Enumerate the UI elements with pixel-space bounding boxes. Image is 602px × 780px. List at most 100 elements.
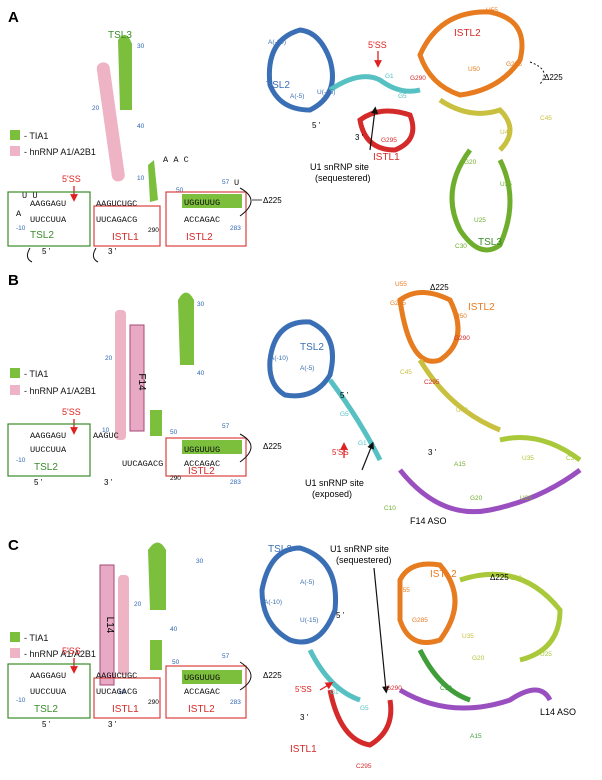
linker-sequence: A A C xyxy=(163,155,189,165)
istl1-helix xyxy=(327,689,394,748)
tia1-highlight-istl2 xyxy=(182,670,242,684)
strand-5prime xyxy=(26,247,33,263)
label-3d-tsl2: TSL2 xyxy=(268,544,292,555)
label-istl1: ISTL1 xyxy=(112,704,139,715)
legend-swatch-hnrnp xyxy=(10,385,20,395)
residue-number: 40 xyxy=(137,123,145,130)
label-delta225: Δ225 xyxy=(263,442,282,451)
residue-label: C30 xyxy=(510,575,522,582)
tsl2-bottom-seq: UUCCUUA xyxy=(30,445,67,455)
residue-label: C45 xyxy=(400,369,412,376)
label-3d-5prime: 5 ' xyxy=(312,121,321,130)
label-3d-tsl2: TSL2 xyxy=(266,80,290,91)
tsl2-helix xyxy=(267,319,335,399)
tsl2-top-seq: AAGGAGU xyxy=(30,199,66,209)
upper-helix xyxy=(459,571,563,663)
residue-label: U55 xyxy=(486,7,498,14)
residue-number: 57 xyxy=(222,179,230,186)
label-3d-delta: Δ225 xyxy=(544,73,563,82)
residue-label: G290 xyxy=(454,335,470,342)
label-5ss: 5'SS xyxy=(62,646,81,656)
panel-letter: C xyxy=(8,537,19,554)
legend-hnrnp: - hnRNP A1/A2B1 xyxy=(24,386,96,396)
annotation-u1-line2: (exposed) xyxy=(312,489,352,499)
aso-f14-bar xyxy=(129,324,145,432)
residue-number: 40 xyxy=(197,370,205,377)
connector-loop xyxy=(239,433,252,463)
residue-number: 30 xyxy=(137,43,145,50)
label-3prime: 3 ' xyxy=(108,720,117,729)
residue-number: -10 xyxy=(16,457,26,464)
tia1-highlight-istl2 xyxy=(182,194,242,208)
tia1-highlight-istl2 xyxy=(182,440,242,454)
arrow-u1-site xyxy=(369,106,379,151)
residue-number: 20 xyxy=(105,355,113,362)
structure-3d xyxy=(259,545,563,748)
tsl2-loop-seq: A xyxy=(16,209,22,219)
label-istl2: ISTL2 xyxy=(188,466,215,477)
hnrnp-highlight xyxy=(115,310,126,440)
residue-label: U(-15) xyxy=(317,89,335,96)
tsl2-loop-seq: U U xyxy=(22,191,37,201)
label-3d-istl1: ISTL1 xyxy=(290,744,317,755)
residue-number: 283 xyxy=(230,479,241,486)
lower-helix xyxy=(417,648,471,703)
aso-helix xyxy=(398,687,553,711)
label-l14: L14 xyxy=(104,617,115,634)
residue-number: 10 xyxy=(102,427,110,434)
box-istl1 xyxy=(93,677,161,719)
label-aso: F14 ASO xyxy=(410,516,447,526)
label-3d-5ss: 5'SS xyxy=(332,448,349,457)
residue-number: 283 xyxy=(230,699,241,706)
residue-label: G5 xyxy=(398,93,407,100)
arrow-u1-site xyxy=(373,567,390,694)
structure-3d xyxy=(266,9,525,253)
box-tsl2 xyxy=(7,191,91,247)
residue-number: 20 xyxy=(92,105,100,112)
legend-hnrnp: - hnRNP A1/A2B1 xyxy=(24,147,96,157)
label-tsl2: TSL2 xyxy=(34,704,58,715)
annotation-u1-line2: (sequestered) xyxy=(315,173,371,183)
arrow-u1-site xyxy=(361,441,375,471)
residue-label: G290 xyxy=(386,685,402,692)
residue-label: U55 xyxy=(395,281,407,288)
panel-letter: A xyxy=(8,9,19,26)
residue-label: U25 xyxy=(540,651,552,658)
residue-number: -10 xyxy=(16,697,26,704)
istl2-helix xyxy=(397,561,458,645)
strand-3prime xyxy=(92,247,99,263)
box-istl1 xyxy=(93,205,161,247)
structure-3d xyxy=(267,290,582,515)
tia1-highlight-stem xyxy=(148,542,166,610)
panel-c: C - TIA1 - hnRNP A1/A2B1 L14 30 20 40 10… xyxy=(7,537,576,770)
legend-swatch-tia1 xyxy=(10,368,20,378)
mid-helix xyxy=(438,97,513,152)
residue-label: A(-10) xyxy=(268,39,286,46)
residue-label: U55 xyxy=(398,587,410,594)
label-3d-tsl2: TSL2 xyxy=(300,342,324,353)
label-3d-5prime: 5 ' xyxy=(340,391,349,400)
label-3d-istl2: ISTL2 xyxy=(468,302,495,313)
residue-label: U50 xyxy=(468,66,480,73)
label-aso: L14 ASO xyxy=(540,707,576,717)
tsl2-bottom-seq: UUCCUUA xyxy=(30,687,67,697)
istl1-top-seq: AAGUCUGC xyxy=(96,199,137,209)
residue-label: A(-10) xyxy=(270,355,288,362)
residue-label: U25 xyxy=(474,217,486,224)
label-3d-istl2: ISTL2 xyxy=(454,28,481,39)
3d-missing-loop xyxy=(529,61,545,85)
lower-helix xyxy=(499,435,582,463)
tsl2-helix xyxy=(266,27,335,113)
annotation-u1-line1: U1 snRNP site xyxy=(330,544,389,554)
residue-number: -10 xyxy=(16,225,26,232)
residue-label: A15 xyxy=(470,733,482,740)
istl2-bottom-seq: ACCAGAC xyxy=(184,459,220,469)
legend-tia1: - TIA1 xyxy=(24,369,48,379)
istl2-helix xyxy=(397,290,461,364)
residue-label: C295 xyxy=(424,379,440,386)
residue-number: 290 xyxy=(148,699,159,706)
label-3d-3prime: 3 ' xyxy=(355,133,364,142)
label-5prime: 5 ' xyxy=(34,478,43,487)
label-3d-3prime: 3 ' xyxy=(428,448,437,457)
residue-label: G290 xyxy=(410,75,426,82)
